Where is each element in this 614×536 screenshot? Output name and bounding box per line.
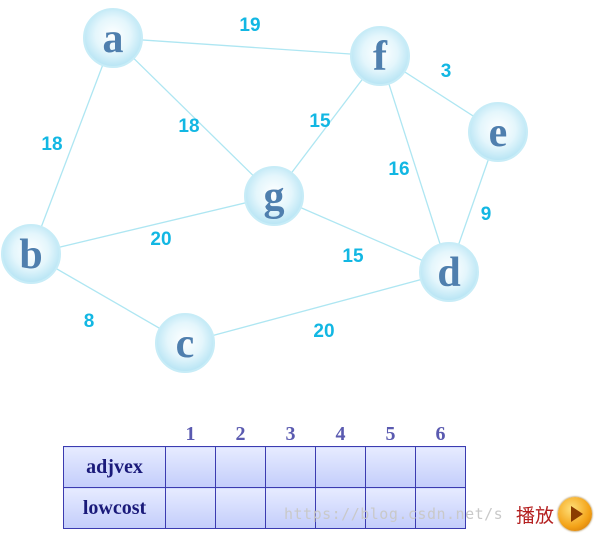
- node-f: f: [350, 26, 410, 86]
- node-circle: [244, 166, 304, 226]
- edge-weight-c-d: 20: [313, 321, 334, 342]
- table-cell: [365, 487, 416, 529]
- table-cell: [265, 487, 316, 529]
- edge-g-b: [30, 195, 275, 255]
- node-circle: [1, 224, 61, 284]
- edge-weight-f-e: 3: [441, 61, 452, 82]
- play-icon[interactable]: [558, 497, 593, 531]
- table-cell: [315, 487, 366, 529]
- row-header-lowcost: lowcost: [63, 487, 166, 529]
- column-header: 5: [385, 423, 396, 445]
- node-d: d: [419, 242, 479, 302]
- edge-a-g: [112, 37, 275, 197]
- node-circle: [468, 102, 528, 162]
- edge-weight-b-c: 8: [84, 311, 95, 332]
- table-cell: [165, 487, 216, 529]
- node-label: b: [19, 232, 42, 278]
- column-header: 2: [235, 423, 246, 445]
- edge-weight-f-d: 16: [388, 159, 409, 180]
- edge-weight-f-g: 15: [309, 111, 331, 132]
- table-cell: [215, 446, 266, 488]
- table-cell: [415, 446, 466, 488]
- play-control[interactable]: 播放: [516, 497, 593, 531]
- table-corner: [64, 422, 166, 447]
- edge-weight-a-f: 19: [239, 15, 260, 36]
- table-cell: [365, 446, 416, 488]
- node-label: d: [437, 250, 460, 296]
- node-circle: [83, 8, 143, 68]
- edge-f-d: [379, 55, 450, 273]
- edge-weight-e-d: 9: [481, 204, 492, 225]
- edge-weight-a-b: 18: [41, 134, 62, 155]
- node-label: a: [103, 16, 124, 62]
- node-circle: [350, 26, 410, 86]
- table-cell: [315, 446, 366, 488]
- node-circle: [155, 313, 215, 373]
- table-cell: [265, 446, 316, 488]
- column-header: 3: [285, 423, 296, 445]
- table-row-adjvex: adjvex: [63, 446, 466, 488]
- node-label: g: [264, 174, 285, 220]
- edge-weight-a-g: 18: [178, 116, 199, 137]
- table-row-lowcost: lowcost: [63, 487, 466, 529]
- node-b: b: [1, 224, 61, 284]
- graph-diagram: 19 18 18 3 15 16 9 20 15 8 20 a b c d e f g: [1, 8, 528, 373]
- play-label: 播放: [516, 504, 555, 527]
- node-e: e: [468, 102, 528, 162]
- table-cell: [165, 446, 216, 488]
- column-header: 6: [435, 423, 446, 445]
- node-label: c: [176, 321, 195, 367]
- node-a: a: [83, 8, 143, 68]
- table-cell: [215, 487, 266, 529]
- table-cell: [415, 487, 466, 529]
- edge-a-b: [30, 37, 114, 255]
- mst-table: 1 2 3 4 5 6 adjvex lowcost: [63, 422, 466, 529]
- column-header: 1: [185, 423, 196, 445]
- row-header-adjvex: adjvex: [63, 446, 166, 488]
- node-g: g: [244, 166, 304, 226]
- column-header: 4: [335, 423, 346, 445]
- column-header-row: 1 2 3 4 5 6: [64, 422, 466, 447]
- edge-c-d: [184, 271, 450, 344]
- node-circle: [419, 242, 479, 302]
- watermark-text: https://blog.csdn.net/s: [284, 505, 504, 523]
- edge-a-f: [112, 37, 381, 57]
- node-c: c: [155, 313, 215, 373]
- node-label: f: [373, 34, 388, 80]
- node-label: e: [489, 110, 508, 156]
- edge-weight-g-d: 15: [342, 246, 364, 267]
- edge-weight-g-b: 20: [150, 229, 171, 250]
- edge-g-d: [273, 195, 450, 273]
